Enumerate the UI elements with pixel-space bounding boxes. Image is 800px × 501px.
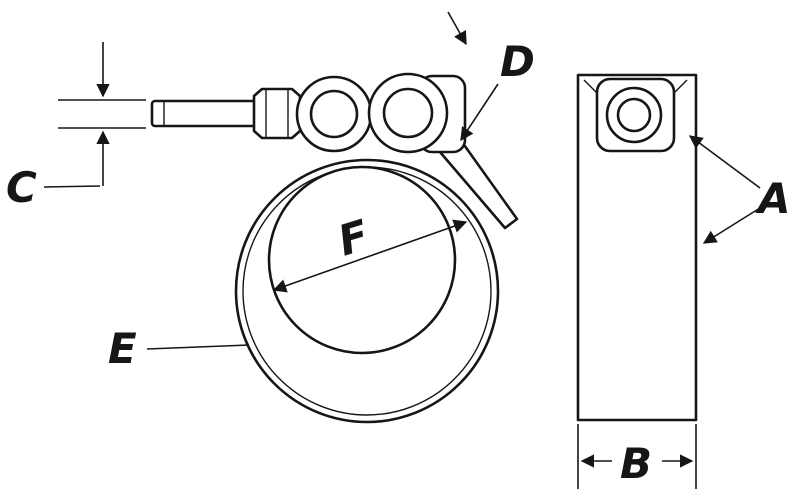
bolt-section-inner xyxy=(616,97,652,133)
label-c: C xyxy=(6,163,37,212)
dim-a-leader-lower xyxy=(702,207,761,244)
dimensions xyxy=(43,11,761,489)
bolt-section-outer xyxy=(605,86,663,144)
label-a: A xyxy=(755,174,791,223)
dim-d-leader xyxy=(460,83,499,142)
saddle-corner-mark xyxy=(673,79,688,94)
dim-c-leader xyxy=(43,185,101,188)
dimension-labels: C D E F A B xyxy=(6,37,791,488)
side-view xyxy=(576,73,698,422)
label-f: F xyxy=(332,210,374,265)
left-loop-outer xyxy=(295,75,373,153)
dim-d-arrow xyxy=(447,11,467,46)
dim-f-diameter-arrow xyxy=(272,219,468,293)
left-loop-inner xyxy=(309,89,359,139)
band-inner-circle xyxy=(242,166,492,416)
band-outer-circle xyxy=(234,158,500,424)
label-d: D xyxy=(500,37,535,86)
right-loop-outer xyxy=(367,72,449,154)
saddle-corner-mark xyxy=(583,79,598,94)
saddle-side xyxy=(595,77,676,153)
right-loop-inner xyxy=(382,87,434,139)
label-e: E xyxy=(108,324,137,373)
front-view xyxy=(150,72,519,424)
hex-nut xyxy=(252,87,302,140)
dim-e-leader xyxy=(146,344,250,350)
label-b: B xyxy=(620,439,652,488)
dim-a-leader-upper xyxy=(688,135,761,189)
